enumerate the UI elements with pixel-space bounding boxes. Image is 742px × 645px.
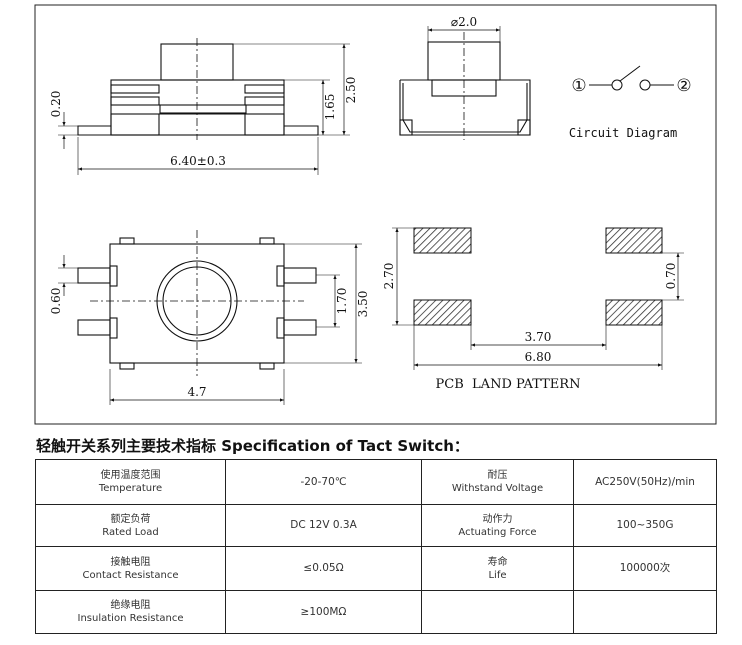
pcb-label: PCB LAND PATTERN xyxy=(436,377,581,392)
spec-value: AC250V(50Hz)/min xyxy=(573,459,717,505)
dim-pad-span-height: 2.70 xyxy=(382,263,396,290)
spec-label xyxy=(421,590,574,634)
circuit-terminal-2: ② xyxy=(676,76,691,96)
pcb-pad-bottom-right xyxy=(605,299,663,326)
pcb-pad-bottom-left xyxy=(413,299,472,326)
side-view xyxy=(58,38,350,175)
dim-pad-height: 0.70 xyxy=(664,263,678,290)
drawing-frame xyxy=(34,4,717,425)
dim-outer-spacing: 6.80 xyxy=(525,350,552,364)
dim-actuator-diameter: ⌀2.0 xyxy=(451,15,477,29)
circuit-label: Circuit Diagram xyxy=(569,126,677,140)
dim-body-height: 1.65 xyxy=(323,94,337,121)
spec-value: 100000次 xyxy=(573,546,717,591)
spec-value xyxy=(573,590,717,634)
dim-total-height: 2.50 xyxy=(344,77,358,104)
spec-value: 100~350G xyxy=(573,504,717,547)
spec-value: DC 12V 0.3A xyxy=(225,504,422,547)
spec-value: ≥100MΩ xyxy=(225,590,422,634)
dim-terminal-thickness: 0.20 xyxy=(49,91,63,118)
circuit-terminal-1: ① xyxy=(571,76,586,96)
pcb-pad-top-left xyxy=(413,227,472,254)
dim-inner-spacing: 3.70 xyxy=(525,330,552,344)
pcb-pad-top-right xyxy=(605,227,663,254)
pcb-land-pattern xyxy=(392,227,684,370)
dim-body-height-top: 3.50 xyxy=(356,291,370,318)
front-view xyxy=(399,26,531,140)
spec-value: ≤0.05Ω xyxy=(225,546,422,591)
dim-terminal-spacing: 1.70 xyxy=(335,288,349,315)
spec-value: -20-70℃ xyxy=(225,459,422,505)
spec-title: 轻触开关系列主要技术指标 Specification of Tact Switc… xyxy=(36,437,469,455)
dim-terminal-width: 0.60 xyxy=(49,288,63,315)
dim-body-width: 4.7 xyxy=(187,385,206,399)
top-view xyxy=(58,230,362,405)
circuit-diagram xyxy=(589,65,674,91)
dim-overall-width: 6.40±0.3 xyxy=(170,154,226,168)
technical-drawing: 6.40±0.3 2.50 1.65 0.20 ⌀2.0 ① ② Circuit… xyxy=(34,4,717,425)
